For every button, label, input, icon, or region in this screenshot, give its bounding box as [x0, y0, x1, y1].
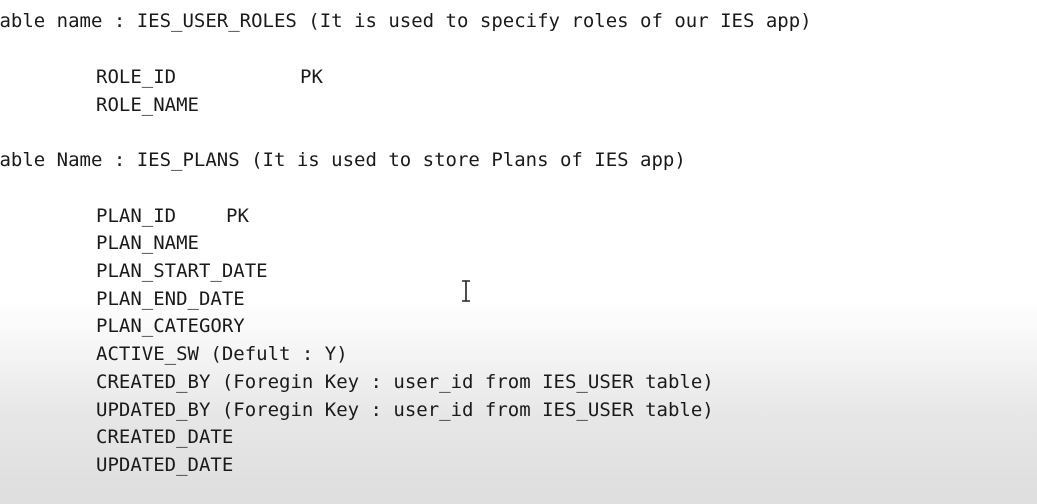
plans-table-heading: Table Name : IES_PLANS (It is used to st…: [0, 149, 686, 171]
roles-column-role-name: ROLE_NAME: [96, 94, 199, 116]
plans-column-updated-date: UPDATED_DATE: [96, 454, 234, 476]
roles-table-heading: Table name : IES_USER_ROLES (It is used …: [0, 10, 812, 32]
plans-column-updated-by: UPDATED_BY (Foregin Key : user_id from I…: [96, 399, 714, 421]
text-cursor-icon: [458, 280, 474, 302]
plans-column-plan-id: PLAN_ID: [96, 205, 177, 227]
plans-column-active-sw: ACTIVE_SW (Defult : Y): [96, 343, 348, 365]
plans-column-created-date: CREATED_DATE: [96, 426, 234, 448]
plans-column-plan-name: PLAN_NAME: [96, 232, 199, 254]
plans-column-created-by: CREATED_BY (Foregin Key : user_id from I…: [96, 371, 714, 393]
roles-column-role-id-key: PK: [300, 66, 323, 88]
plans-column-plan-category: PLAN_CATEGORY: [96, 315, 245, 337]
plans-column-plan-id-key: PK: [226, 205, 249, 227]
plans-column-plan-start-date: PLAN_START_DATE: [96, 260, 268, 282]
roles-column-role-id: ROLE_ID: [96, 66, 177, 88]
plans-column-plan-end-date: PLAN_END_DATE: [96, 288, 245, 310]
